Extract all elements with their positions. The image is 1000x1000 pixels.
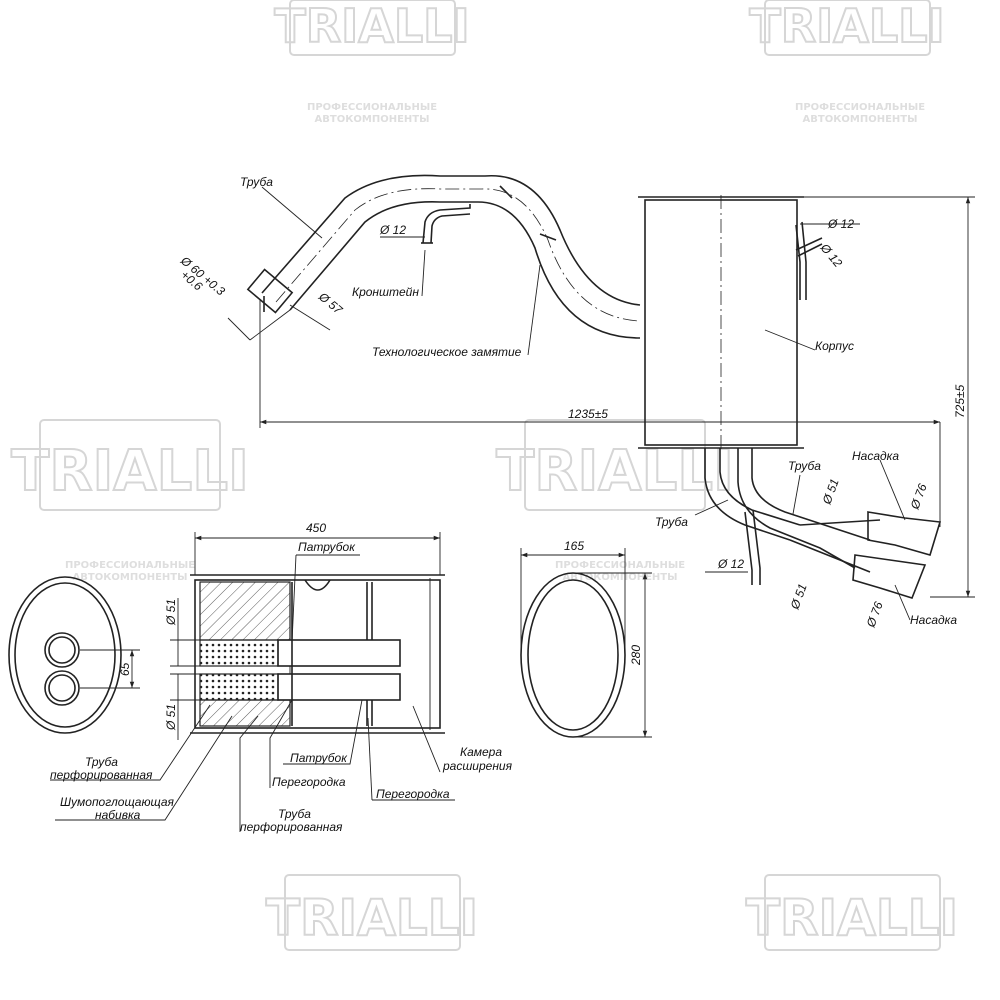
- dim-end-height: 280: [629, 645, 643, 666]
- label-nozzle-top: Патрубок: [298, 540, 356, 554]
- watermark-tagline: АВТОКОМПОНЕНТЫ: [563, 572, 678, 583]
- inlet-pipe: [246, 174, 641, 339]
- watermark-tagline: ПРОФЕССИОНАЛЬНЫЕ: [555, 560, 685, 571]
- label-body: Корпус: [815, 339, 854, 353]
- label-pipe-outlet: Труба: [655, 515, 688, 529]
- bracket: [422, 204, 471, 244]
- label-perf-pipe-1: перфорированная: [50, 768, 153, 782]
- outlet-pipes: [704, 448, 942, 599]
- watermark-logos: TRIALLI ПРОФЕССИОНАЛЬНЫЕ АВТОКОМПОНЕНТЫ …: [10, 0, 959, 951]
- watermark-logo: TRIALLI ПРОФЕССИОНАЛЬНЫЕ АВТОКОМПОНЕНТЫ: [495, 419, 735, 583]
- watermark-logo: ПРОФЕССИОНАЛЬНЫЕ АВТОКОМПОНЕНТЫ: [65, 560, 195, 583]
- dim-pipe-spacing: 65: [118, 662, 132, 676]
- label-tip-bottom: Насадка: [910, 613, 957, 627]
- watermark-brand: TRIALLI: [496, 439, 734, 504]
- body-pin: [795, 224, 801, 300]
- dim-bottom-bracket: Ø 12: [717, 557, 744, 571]
- label-perf-pipe-1: Труба: [85, 755, 118, 769]
- watermark-tagline: ПРОФЕССИОНАЛЬНЫЕ: [65, 560, 195, 571]
- perforated-pipe: [199, 639, 279, 667]
- watermark-logo: TRIALLI: [745, 874, 959, 951]
- leader-lines: [261, 186, 911, 621]
- dim-length-total: 1235±5: [568, 407, 608, 421]
- watermark-brand: TRIALLI: [266, 889, 478, 947]
- muffler-body: [638, 195, 823, 452]
- label-chamber: Камера: [460, 745, 502, 759]
- label-nozzle-bottom: Патрубок: [290, 751, 348, 765]
- watermark-logo: TRIALLI ПРОФЕССИОНАЛЬНЫЕ АВТОКОМПОНЕНТЫ: [273, 0, 471, 125]
- dim-height-total: 725±5: [953, 384, 967, 418]
- inlet-flange: [246, 268, 294, 314]
- watermark-logo: TRIALLI: [265, 874, 479, 951]
- label-perf-pipe-2: Труба: [278, 807, 311, 821]
- dim-bracket-dia: Ø 12: [379, 223, 406, 237]
- end-view-outlets: 65: [8, 576, 140, 734]
- nozzle-pipe: [277, 673, 401, 701]
- label-tech-clamp: Технологическое замятие: [372, 345, 522, 359]
- absorbing-packing: [199, 581, 291, 641]
- perforated-pipe: [199, 673, 279, 701]
- label-baffle-1: Перегородка: [272, 775, 346, 789]
- outlet-hole: [44, 670, 80, 706]
- end-view-body: 165 280: [520, 539, 652, 738]
- watermark-logo: TRIALLI ПРОФЕССИОНАЛЬНЫЕ АВТОКОМПОНЕНТЫ: [748, 0, 946, 125]
- label-perf-pipe-2: перфорированная: [240, 820, 343, 834]
- label-absorb: набивка: [95, 808, 141, 822]
- outlet-hole: [44, 632, 80, 668]
- watermark-brand: TRIALLI: [746, 889, 958, 947]
- watermark-tagline: АВТОКОМПОНЕНТЫ: [73, 572, 188, 583]
- dim-tip-76-bottom: Ø 76: [863, 599, 886, 629]
- label-bracket: Кронштейн: [352, 285, 419, 299]
- dimension-lines: [227, 196, 975, 598]
- watermark-brand: TRIALLI: [11, 439, 249, 504]
- dim-section-pipe-1: Ø 51: [164, 599, 178, 626]
- watermark-tagline: АВТОКОМПОНЕНТЫ: [315, 114, 430, 125]
- dim-tip-76-top: Ø 76: [907, 481, 930, 511]
- dim-pipe-51-top: Ø 51: [819, 477, 841, 507]
- watermark-logo: TRIALLI: [10, 419, 250, 511]
- watermark-tagline: АВТОКОМПОНЕНТЫ: [803, 114, 918, 125]
- label-absorb: Шумопоглощающая: [60, 795, 175, 809]
- dim-body-pin-1: Ø 12: [827, 217, 854, 231]
- dim-pipe-51-bottom: Ø 51: [787, 582, 809, 612]
- tip-bottom: [852, 554, 927, 599]
- muffler-top-view: Труба Кронштейн Технологическое замятие …: [177, 174, 975, 630]
- watermark-brand: TRIALLI: [749, 0, 944, 53]
- bottom-bracket: [744, 511, 753, 585]
- dim-section-length: 450: [306, 521, 326, 535]
- label-chamber: расширения: [442, 759, 513, 773]
- nozzle-pipe: [277, 639, 401, 667]
- dim-inlet-inner: Ø 57: [315, 289, 346, 318]
- watermark-brand: TRIALLI: [274, 0, 469, 53]
- watermark-tagline: ПРОФЕССИОНАЛЬНЫЕ: [795, 102, 925, 113]
- watermark-tagline: ПРОФЕССИОНАЛЬНЫЕ: [307, 102, 437, 113]
- label-pipe-right: Труба: [788, 459, 821, 473]
- dim-section-pipe-2: Ø 51: [164, 704, 178, 731]
- label-pipe-inlet: Труба: [240, 175, 273, 189]
- dim-end-width: 165: [564, 539, 584, 553]
- section-view: 450 Ø 51 Ø 51 Патрубок Труба перфорирова…: [50, 521, 513, 834]
- label-tip-top: Насадка: [852, 449, 899, 463]
- tip-top: [867, 511, 942, 556]
- label-baffle-2: Перегородка: [376, 787, 450, 801]
